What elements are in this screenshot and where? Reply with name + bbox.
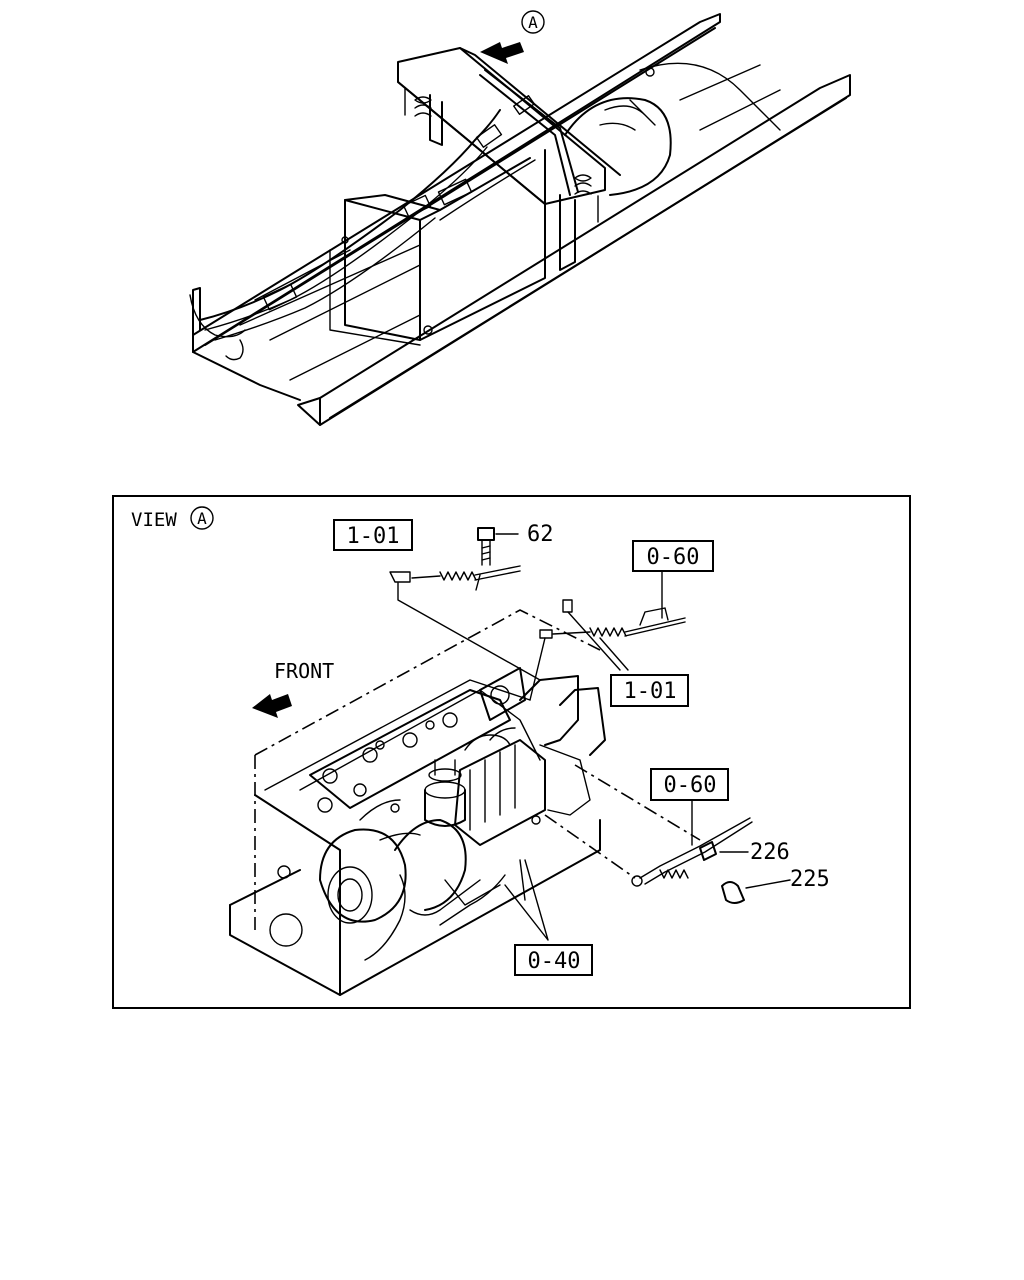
view-title-circle bbox=[190, 506, 214, 530]
callout-text: 1-01 bbox=[347, 524, 400, 549]
view-title-prefix: VIEW bbox=[131, 509, 177, 531]
part-number-62: 62 bbox=[527, 522, 554, 547]
view-title: VIEW A bbox=[131, 506, 214, 531]
callout-0-40: 0-40 bbox=[514, 944, 593, 976]
part-number-226: 226 bbox=[750, 840, 790, 865]
view-a-frame bbox=[112, 495, 911, 1009]
front-indicator: FRONT bbox=[252, 659, 334, 718]
callout-1-01-top: 1-01 bbox=[333, 519, 413, 551]
view-marker-circle bbox=[521, 10, 545, 34]
view-marker-label: A bbox=[528, 13, 538, 32]
front-label: FRONT bbox=[274, 659, 334, 683]
front-arrow-icon bbox=[252, 694, 292, 718]
view-direction-arrow bbox=[480, 42, 524, 64]
callout-text: 0-60 bbox=[647, 545, 700, 570]
chassis-illustration: A bbox=[189, 10, 851, 426]
cable-parts bbox=[389, 527, 791, 941]
callout-0-60-top: 0-60 bbox=[632, 540, 714, 572]
part-number-225: 225 bbox=[790, 867, 830, 892]
callout-1-01-middle: 1-01 bbox=[610, 674, 689, 707]
engine-illustration bbox=[229, 609, 606, 996]
callout-text: 0-60 bbox=[664, 773, 717, 798]
callout-0-60-bottom: 0-60 bbox=[650, 768, 729, 801]
callout-text: 0-40 bbox=[528, 949, 581, 974]
callout-text: 1-01 bbox=[624, 679, 677, 704]
view-title-marker: A bbox=[197, 509, 207, 528]
